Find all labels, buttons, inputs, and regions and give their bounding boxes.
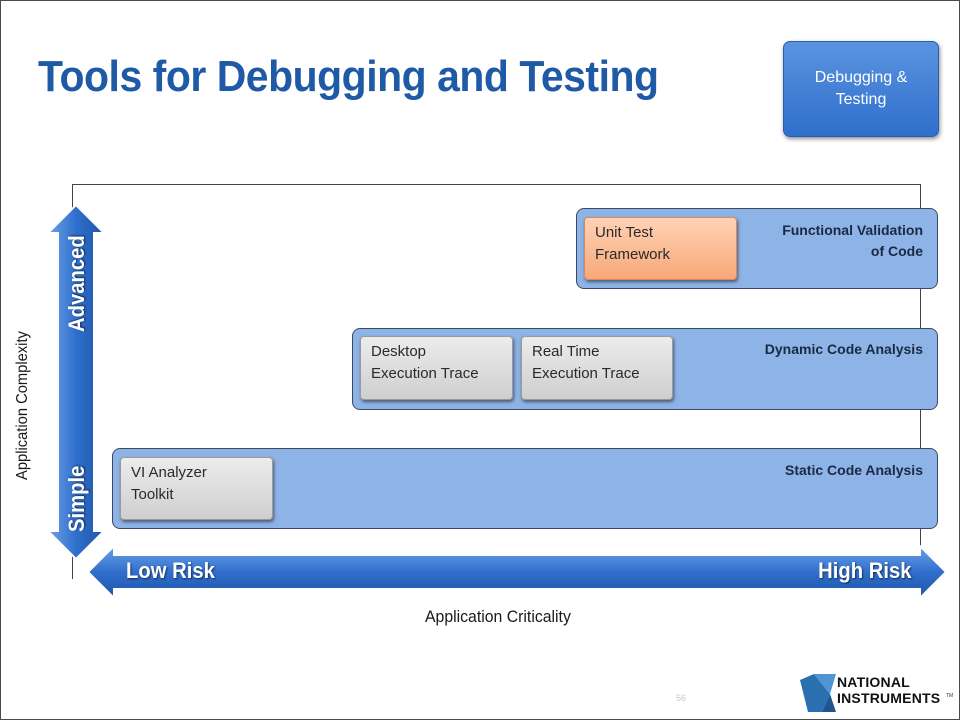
tool-line2: Execution Trace xyxy=(532,365,640,382)
tool-desktop-execution-trace[interactable]: Desktop Execution Trace xyxy=(360,336,513,400)
tool-line1: Unit Test xyxy=(595,224,654,241)
band-label-static: Static Code Analysis xyxy=(785,460,923,481)
tool-vi-analyzer-toolkit[interactable]: VI Analyzer Toolkit xyxy=(120,457,273,520)
high-risk-label: High Risk xyxy=(817,558,911,583)
advanced-label: Advanced xyxy=(64,235,89,332)
y-axis-label: Application Complexity xyxy=(14,331,31,480)
tool-unit-test-framework[interactable]: Unit Test Framework xyxy=(584,217,737,280)
band-label-line1: Functional Validation xyxy=(782,222,923,238)
band-label-line1: Static Code Analysis xyxy=(785,462,923,478)
badge-label: Debugging & Testing xyxy=(814,69,908,108)
slide-title: Tools for Debugging and Testing xyxy=(38,52,659,101)
low-risk-label: Low Risk xyxy=(126,558,215,583)
tool-real-time-execution-trace[interactable]: Real Time Execution Trace xyxy=(521,336,673,400)
band-label-functional: Functional Validation of Code xyxy=(782,220,923,262)
ni-logo-icon xyxy=(800,674,836,712)
simple-label: Simple xyxy=(64,465,89,532)
band-functional-validation: Functional Validation of Code Unit Test … xyxy=(576,208,938,289)
band-label-dynamic: Dynamic Code Analysis xyxy=(765,339,923,360)
tool-line1: VI Analyzer xyxy=(131,464,207,481)
band-label-line1: Dynamic Code Analysis xyxy=(764,341,923,357)
tool-line1: Desktop xyxy=(371,343,427,360)
logo-line2: INSTRUMENTS xyxy=(837,690,941,706)
debugging-testing-badge[interactable]: Debugging & Testing xyxy=(783,41,939,137)
x-axis-label: Application Criticality xyxy=(425,607,571,626)
tool-line2: Toolkit xyxy=(131,486,174,503)
logo-trademark: TM xyxy=(946,693,954,699)
band-dynamic-code-analysis: Dynamic Code Analysis Desktop Execution … xyxy=(352,328,938,410)
band-label-line2: of Code xyxy=(870,243,923,259)
tool-line2: Execution Trace xyxy=(371,365,479,382)
band-static-code-analysis: Static Code Analysis VI Analyzer Toolkit xyxy=(112,448,938,529)
page-number: 56 xyxy=(676,693,687,703)
tool-line2: Framework xyxy=(595,246,671,263)
tool-line1: Real Time xyxy=(532,343,600,360)
logo-line1: NATIONAL xyxy=(837,674,910,690)
criticality-arrow xyxy=(86,545,948,599)
complexity-arrow xyxy=(46,203,106,561)
